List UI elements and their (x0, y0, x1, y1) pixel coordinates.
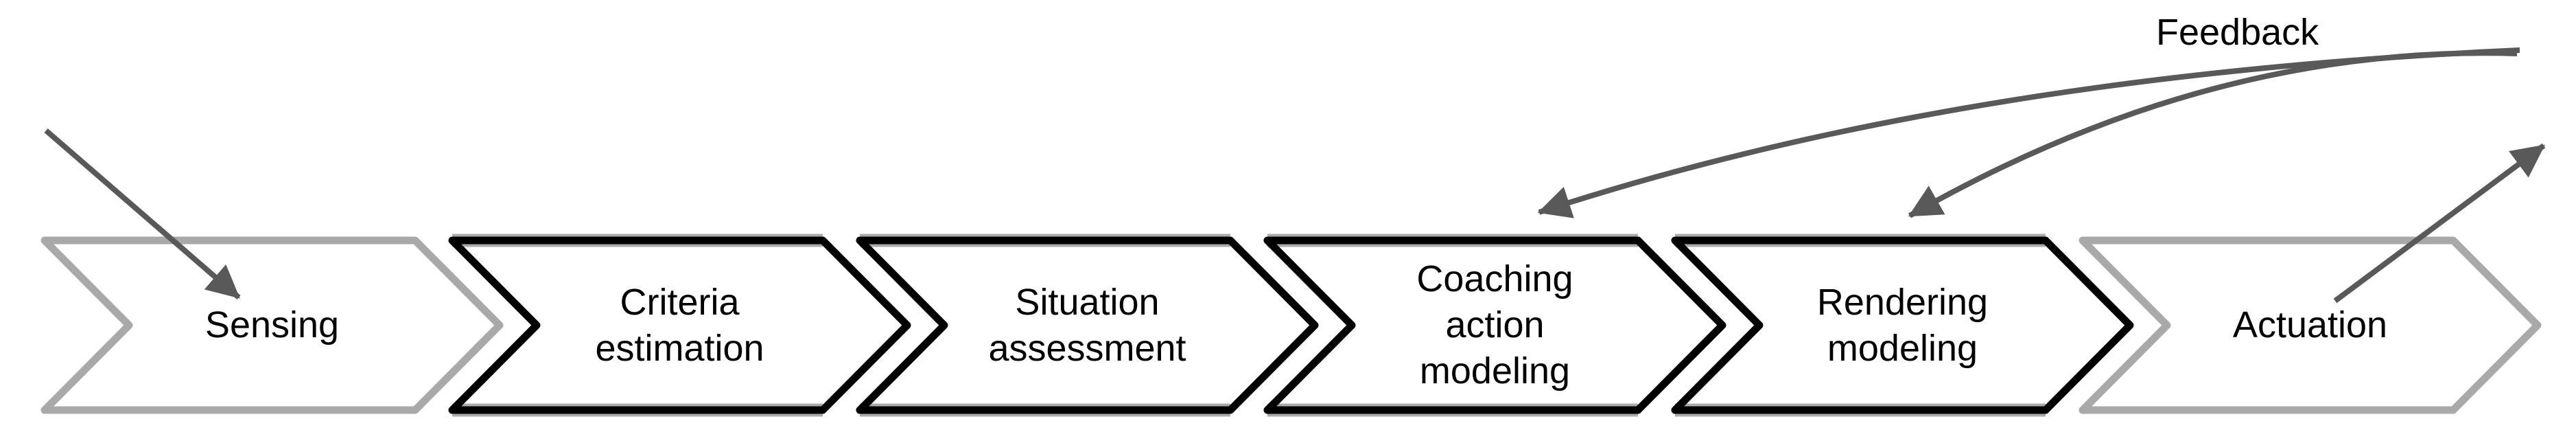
chevron-sensing (40, 236, 504, 414)
feedback-arrow-rendering (1908, 50, 2518, 218)
output-arrow (2333, 143, 2546, 304)
chevron-coaching-action-modeling (1263, 236, 1726, 414)
feedback-label: Feedback (2156, 12, 2319, 53)
chevron-situation-assessment (856, 236, 1319, 414)
chevron-rendering-modeling (1671, 236, 2134, 414)
feedback-arrow-coaching (1537, 47, 2520, 218)
chevron-criteria-estimation (448, 236, 911, 414)
chevron-edge-shadows (452, 234, 2046, 417)
chevron-actuation (2079, 236, 2542, 414)
input-arrow (44, 128, 241, 300)
